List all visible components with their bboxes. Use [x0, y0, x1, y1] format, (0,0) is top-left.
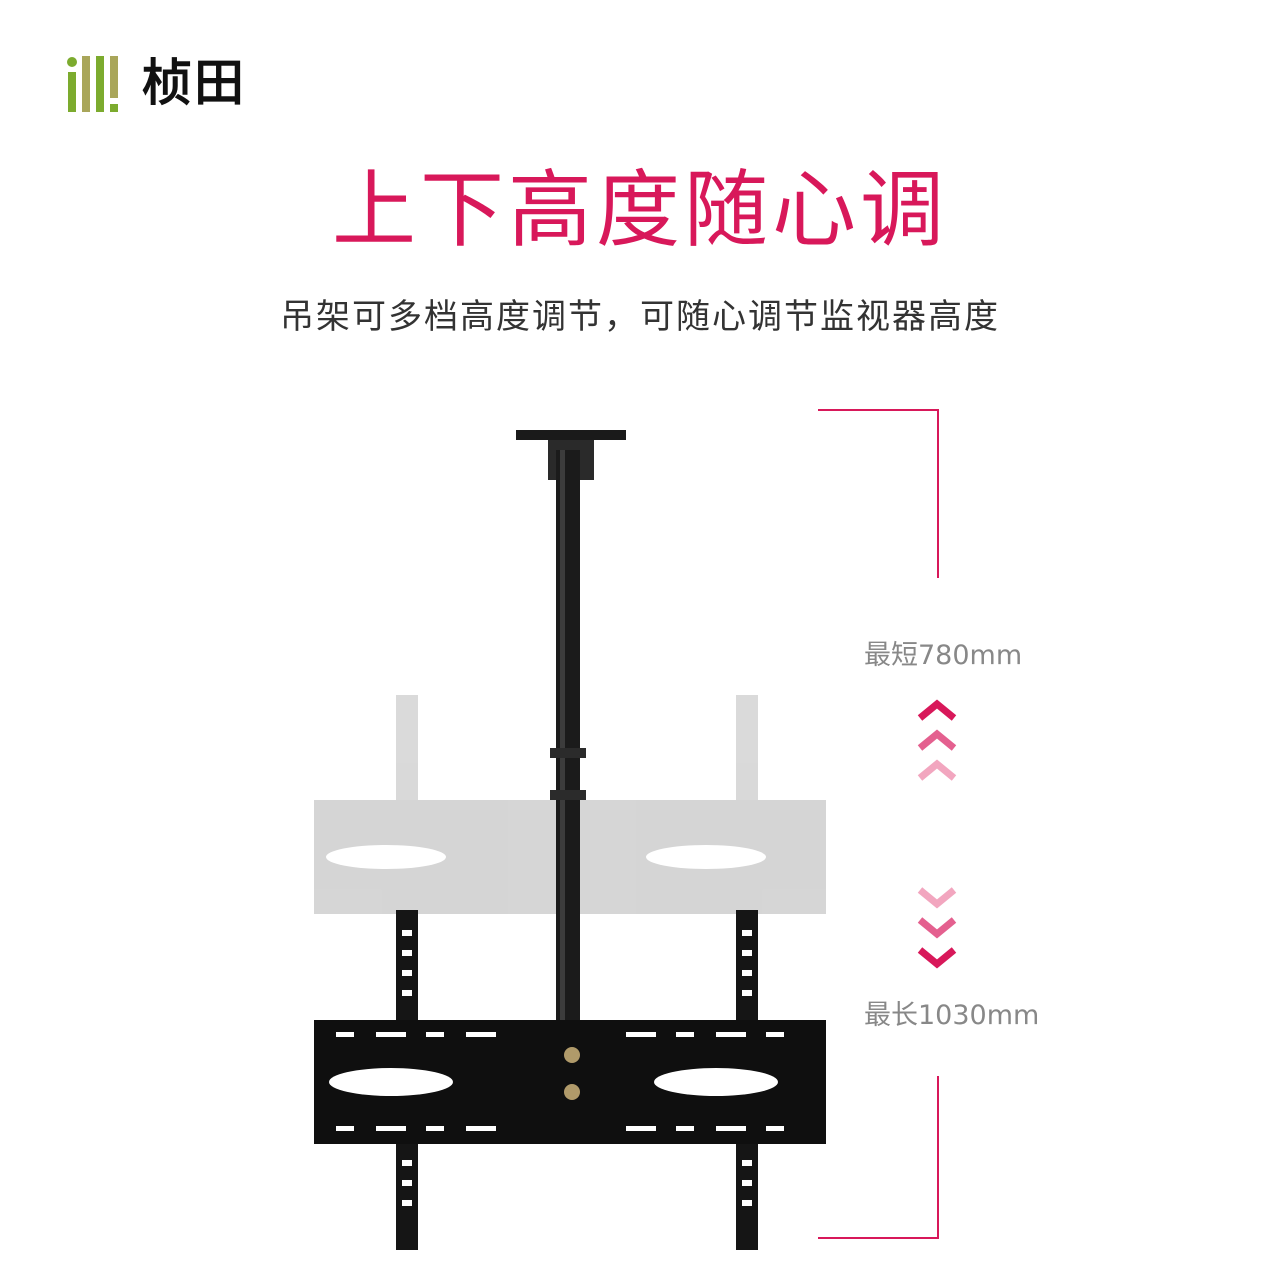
brand-logo: 桢田 [66, 52, 286, 116]
ceiling-plate [516, 430, 626, 440]
max-height-label: 最长1030mm [864, 1000, 1040, 1031]
chevron-up-icon [917, 699, 957, 781]
telescopic-pole [556, 450, 580, 1020]
height-range-bracket [818, 409, 939, 1239]
min-height-label: 最短780mm [864, 640, 1023, 671]
page-title: 上下高度随心调 [331, 161, 948, 259]
brand-name: 桢田 [142, 54, 246, 112]
page-subtitle: 吊架可多档高度调节，可随心调节监视器高度 [280, 297, 1000, 337]
chevron-down-icon [917, 887, 957, 969]
ceiling-tv-mount-image [314, 430, 826, 1250]
brand-logo-icon [67, 56, 118, 112]
